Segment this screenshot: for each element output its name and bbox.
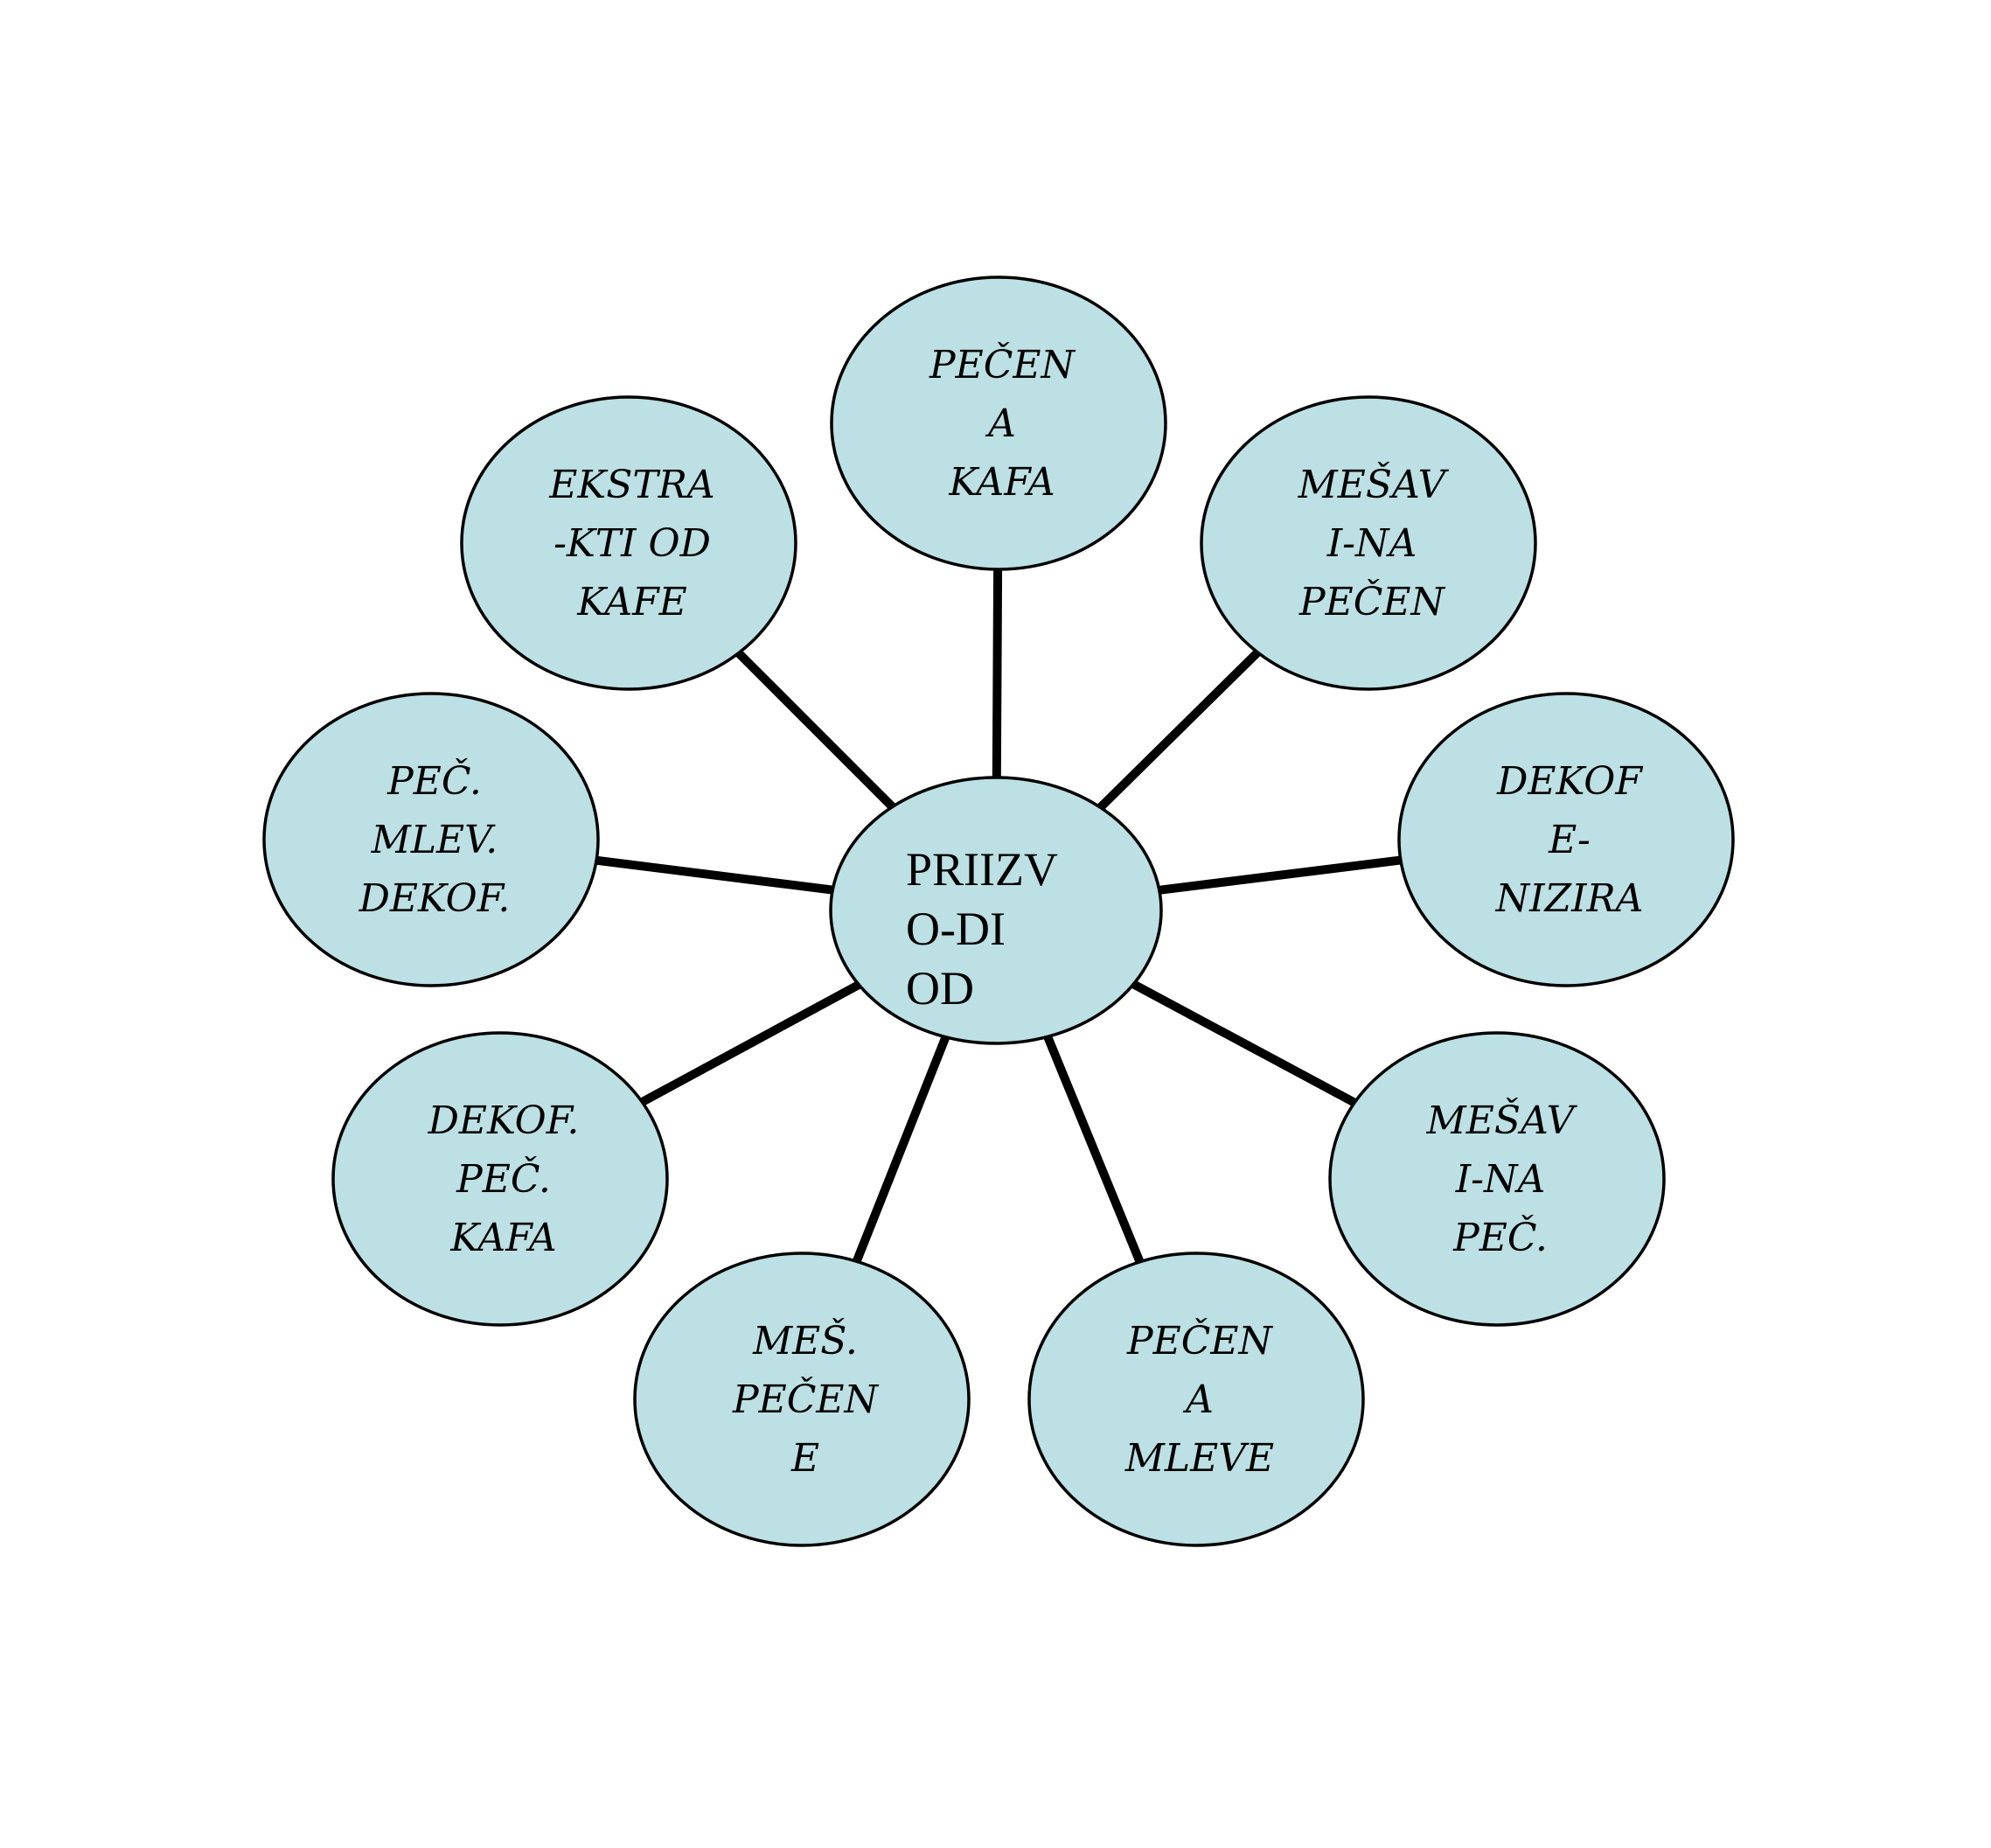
center-node-label: O-DI (906, 903, 1006, 955)
node-ellipse (1200, 395, 1537, 691)
node-ellipse (1027, 1252, 1365, 1547)
node-5: PEČEN A MLEVE (1027, 1252, 1365, 1547)
node-label: EKSTRA (548, 463, 714, 507)
node-label: PEČEN (1298, 578, 1446, 624)
node-ellipse (460, 395, 797, 691)
node-3: DEKOF E- NIZIRA (1397, 692, 1735, 987)
node-ellipse (262, 692, 600, 987)
node-7: DEKOF. PEČ. KAFA (331, 1031, 669, 1327)
node-label: MLEVE (1124, 1436, 1274, 1481)
node-label: A (1182, 1377, 1214, 1422)
node-label: PEČEN (1126, 1317, 1274, 1363)
node-label: MLEV. (371, 818, 498, 862)
node-ellipse (633, 1252, 971, 1547)
node-label: E (790, 1436, 819, 1481)
node-label: PEČEN (732, 1376, 880, 1422)
node-label: MEŠAV (1426, 1097, 1578, 1143)
node-label: PEČ. (386, 757, 482, 804)
node-ellipse (830, 275, 1167, 571)
node-label: NIZIRA (1495, 876, 1644, 921)
node-label: PEČ. (1452, 1214, 1548, 1260)
node-label: E- (1548, 818, 1591, 862)
node-label: -KTI OD (553, 521, 711, 566)
node-ellipse (1397, 692, 1735, 987)
node-label: KAFA (948, 460, 1055, 505)
node-label: DEKOF (1496, 759, 1643, 804)
node-label: MEŠAV (1298, 461, 1450, 507)
node-8: PEČ. MLEV. DEKOF. (262, 692, 600, 987)
center-node (829, 776, 1163, 1045)
node-4: MEŠAV I-NA PEČ. (1328, 1031, 1666, 1327)
node-label: KAFE (576, 580, 687, 624)
node-label: DEKOF. (428, 1098, 580, 1143)
node-label: I-NA (1455, 1157, 1546, 1202)
node-6: MEŠ. PEČEN E (633, 1252, 971, 1547)
node-label: MEŠ. (752, 1317, 858, 1363)
node-ellipse (331, 1031, 669, 1327)
node-2: MEŠAV I-NA PEČEN (1200, 395, 1537, 691)
node-label: DEKOF. (359, 876, 511, 921)
center-node-label: OD (906, 962, 974, 1015)
node-label: PEČEN (929, 341, 1076, 387)
node-ellipse (1328, 1031, 1666, 1327)
node-label: I-NA (1326, 521, 1417, 566)
node-1: PEČEN A KAFA (830, 275, 1167, 571)
center-node-label: PRIIZV (906, 843, 1058, 896)
node-9: EKSTRA -KTI OD KAFE (460, 395, 797, 691)
node-label: KAFA (449, 1216, 556, 1260)
node-label: PEČ. (456, 1155, 551, 1202)
node-label: A (985, 401, 1016, 446)
